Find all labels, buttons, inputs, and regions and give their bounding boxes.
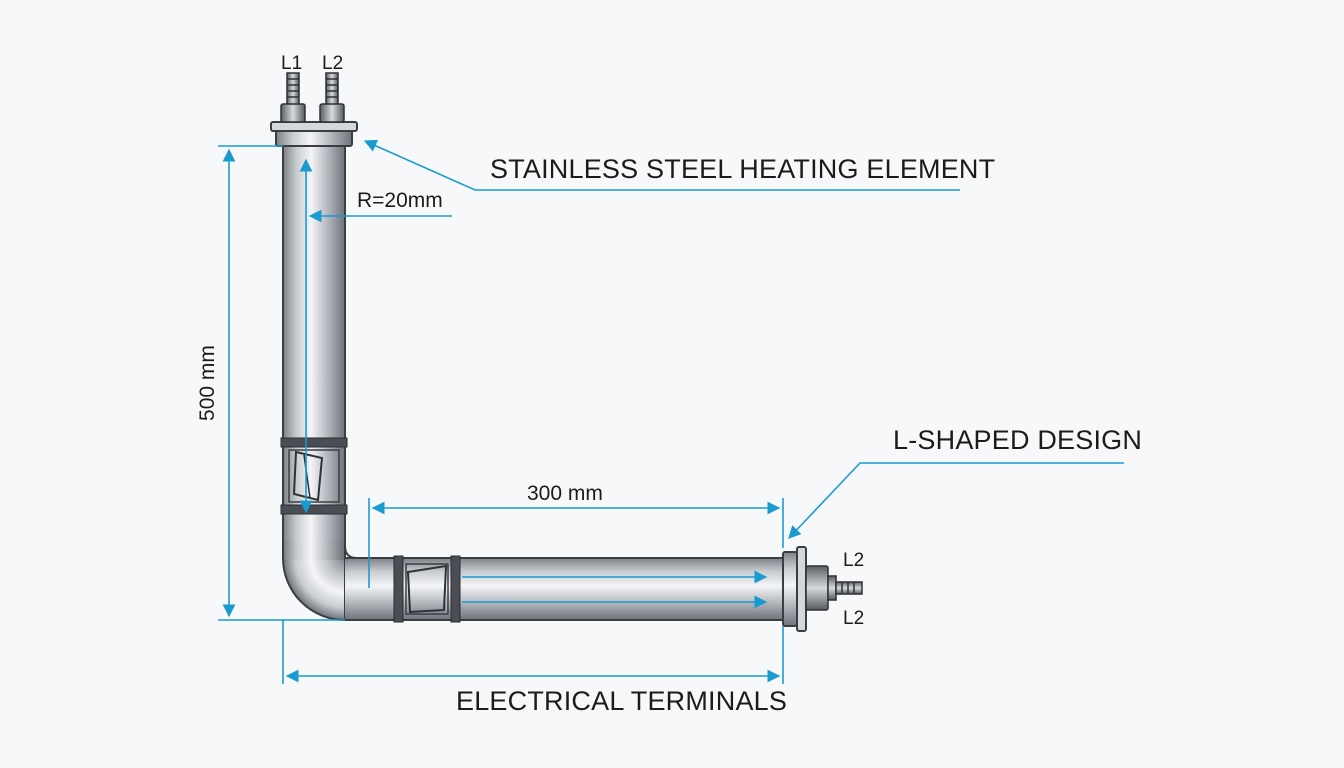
title-leader (363, 139, 960, 191)
top-terminal-l2 (319, 72, 345, 123)
terminals-label: ELECTRICAL TERMINALS (456, 686, 787, 716)
top-terminal-label-l1: L1 (281, 53, 302, 74)
dimension-lines (218, 139, 1124, 684)
vertical-tube (282, 145, 346, 559)
top-flange (270, 121, 358, 147)
side-terminal (805, 565, 863, 611)
height-dim-label: 500 mm (196, 345, 219, 421)
side-flange (782, 546, 807, 632)
radius-label: R=20mm (357, 189, 443, 212)
shape-leader (788, 462, 1124, 539)
title-label: STAINLESS STEEL HEATING ELEMENT (490, 154, 995, 184)
top-terminal-l1 (280, 72, 306, 123)
top-terminal-label-l2: L2 (322, 53, 343, 74)
side-terminal-label-upper: L2 (843, 550, 864, 571)
tube-bend (283, 558, 345, 620)
horizontal-coil-section (393, 555, 461, 623)
shape-label: L-SHAPED DESIGN (893, 425, 1142, 455)
length-dim-label: 300 mm (527, 482, 603, 505)
side-terminal-label-lower: L2 (843, 608, 864, 629)
